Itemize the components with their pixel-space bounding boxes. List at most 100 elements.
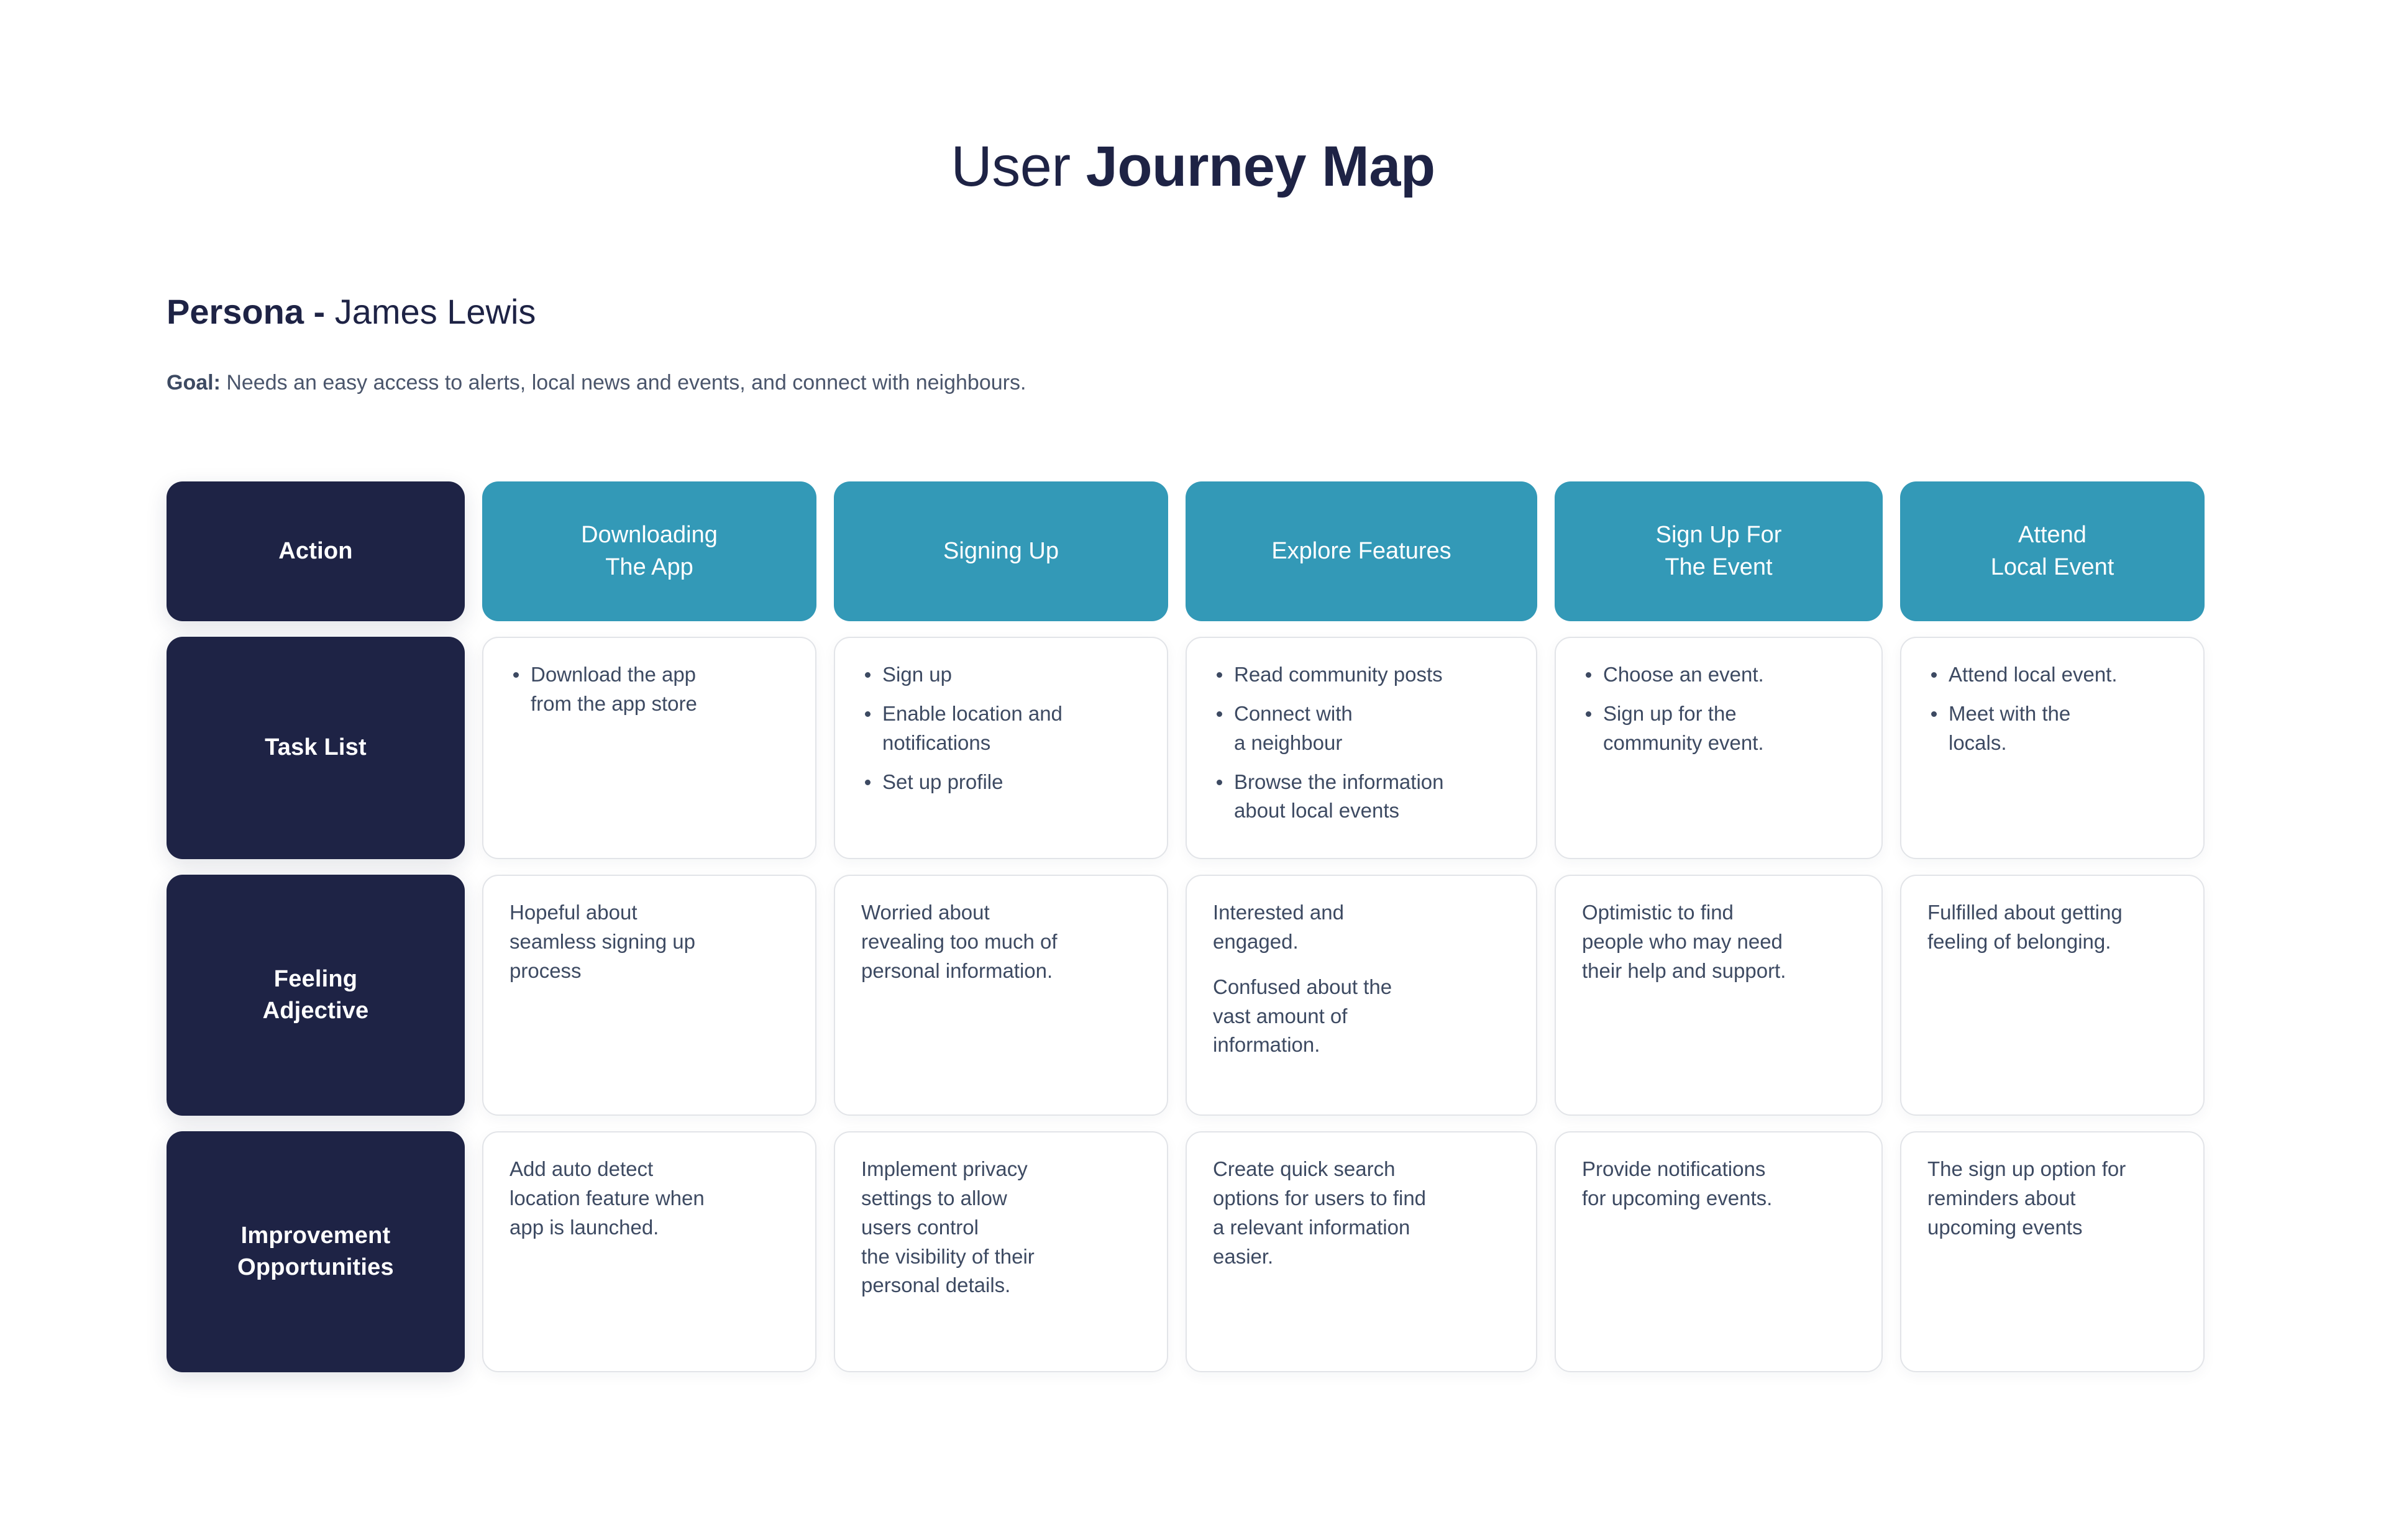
feeling-3-p1-l1: Interested and [1213, 901, 1344, 924]
task-list-card-4: Choose an event. Sign up for the communi… [1555, 637, 1883, 859]
stage-4-line-2: The Event [1665, 554, 1773, 580]
task-list-4: Choose an event. Sign up for the communi… [1582, 660, 1857, 758]
stage-sign-up-for-the-event[interactable]: Sign Up For The Event [1555, 481, 1883, 621]
improvement-cell-5: The sign up option for reminders about u… [1900, 1131, 2205, 1372]
list-item: Set up profile [861, 768, 1142, 797]
task-1-1-line-2: from the app store [531, 691, 697, 715]
row-label-cell-task-list: Task List [167, 637, 465, 859]
row-label-feeling-line-2: Adjective [262, 998, 369, 1024]
imp-3-l1: Create quick search [1213, 1157, 1396, 1180]
stage-2-line-1: Signing Up [943, 537, 1059, 564]
task-cell-3: Read community posts Connect with a neig… [1186, 637, 1537, 859]
task-3-2-line-1: Connect with [1234, 701, 1353, 725]
list-item: Read community posts [1213, 660, 1511, 690]
feeling-1-p1-l3: process [510, 959, 582, 982]
task-list-card-2: Sign up Enable location and notification… [834, 637, 1168, 859]
task-cell-4: Choose an event. Sign up for the communi… [1555, 637, 1883, 859]
row-label-feeling-line-1: Feeling [273, 965, 358, 992]
feeling-cell-3: Interested and engaged. Confused about t… [1186, 875, 1537, 1116]
task-3-3-line-1: Browse the information [1234, 770, 1444, 793]
feeling-1-p1-l2: seamless signing up [510, 929, 695, 953]
feeling-card-2: Worried about revealing too much of pers… [834, 875, 1168, 1116]
task-4-2-line-2: community event. [1603, 731, 1764, 754]
feeling-3-p1: Interested and engaged. [1213, 898, 1511, 957]
stage-5-text: Attend Local Event [1991, 519, 2114, 583]
feeling-cell-2: Worried about revealing too much of pers… [834, 875, 1168, 1116]
task-list-card-1: Download the app from the app store [482, 637, 816, 859]
task-list-card-3: Read community posts Connect with a neig… [1186, 637, 1537, 859]
feeling-2-p1-l2: revealing too much of [861, 929, 1058, 953]
imp-1-l1: Add auto detect [510, 1157, 654, 1180]
imp-2-l4: the visibility of their [861, 1244, 1035, 1268]
task-list-5: Attend local event. Meet with the locals… [1927, 660, 2178, 758]
improvement-card-2: Implement privacy settings to allow user… [834, 1131, 1168, 1372]
stage-4-line-1: Sign Up For [1655, 522, 1782, 549]
imp-4-l1: Provide notifications [1582, 1157, 1766, 1180]
stage-3-line-1: Explore Features [1271, 537, 1451, 564]
feeling-2-p1-l1: Worried about [861, 901, 990, 924]
task-3-3-line-2: about local events [1234, 799, 1400, 822]
row-label-improvement-opportunities: Improvement Opportunities [167, 1131, 465, 1372]
page-title: User Journey Map [0, 135, 2386, 198]
imp-3-l2: options for users to find [1213, 1186, 1427, 1210]
feeling-card-3: Interested and engaged. Confused about t… [1186, 875, 1537, 1116]
task-2-2-line-1: Enable location and [882, 701, 1063, 725]
stage-3-text: Explore Features [1271, 535, 1451, 567]
stage-4-text: Sign Up For The Event [1656, 519, 1782, 583]
row-label-action-text: Action [278, 537, 353, 564]
task-5-2-line-2: locals. [1949, 731, 2007, 754]
feeling-2-p1-l3: personal information. [861, 959, 1053, 982]
improvement-cell-1: Add auto detect location feature when ap… [482, 1131, 816, 1372]
stage-cell-3: Explore Features [1186, 481, 1537, 621]
row-label-task-list: Task List [167, 637, 465, 859]
improvement-4-p1: Provide notifications for upcoming event… [1582, 1155, 1857, 1213]
feeling-card-1: Hopeful about seamless signing up proces… [482, 875, 816, 1116]
improvement-1-p1: Add auto detect location feature when ap… [510, 1155, 790, 1242]
imp-3-l3: a relevant information [1213, 1215, 1410, 1239]
persona-goal: Goal: Needs an easy access to alerts, lo… [167, 369, 1026, 396]
stage-2-text: Signing Up [943, 535, 1059, 567]
stage-signing-up[interactable]: Signing Up [834, 481, 1168, 621]
feeling-3-p2-l3: information. [1213, 1033, 1320, 1057]
list-item: Attend local event. [1927, 660, 2178, 690]
row-label-feeling-adjective: Feeling Adjective [167, 875, 465, 1116]
task-1-1-line-1: Download the app [531, 663, 697, 686]
feeling-card-4: Optimistic to find people who may need t… [1555, 875, 1883, 1116]
persona-name: James Lewis [334, 292, 536, 331]
stage-explore-features[interactable]: Explore Features [1186, 481, 1537, 621]
task-cell-2: Sign up Enable location and notification… [834, 637, 1168, 859]
imp-2-l1: Implement privacy [861, 1157, 1028, 1180]
feeling-1-p1: Hopeful about seamless signing up proces… [510, 898, 790, 986]
stage-1-line-2: The App [605, 554, 693, 580]
feeling-4-p1-l3: their help and support. [1582, 959, 1786, 982]
feeling-1-p1-l1: Hopeful about [510, 901, 638, 924]
journey-grid: Action Downloading The App Signing Up Ex [167, 481, 2222, 1372]
list-item: Meet with the locals. [1927, 699, 2178, 758]
feeling-4-p1-l1: Optimistic to find [1582, 901, 1734, 924]
feeling-5-p1: Fulfilled about getting feeling of belon… [1927, 898, 2178, 957]
task-list-2: Sign up Enable location and notification… [861, 660, 1142, 796]
imp-3-l4: easier. [1213, 1244, 1274, 1268]
task-4-1-line-1: Choose an event. [1603, 663, 1764, 686]
improvement-cell-3: Create quick search options for users to… [1186, 1131, 1537, 1372]
improvement-2-p1: Implement privacy settings to allow user… [861, 1155, 1142, 1300]
row-label-action: Action [167, 481, 465, 621]
row-label-improvement-text: Improvement Opportunities [237, 1220, 394, 1284]
task-list-card-5: Attend local event. Meet with the locals… [1900, 637, 2205, 859]
feeling-2-p1: Worried about revealing too much of pers… [861, 898, 1142, 986]
imp-5-l3: upcoming events [1927, 1215, 2083, 1239]
feeling-5-p1-l1: Fulfilled about getting [1927, 901, 2123, 924]
list-item: Browse the information about local event… [1213, 768, 1511, 826]
list-item: Connect with a neighbour [1213, 699, 1511, 758]
stage-downloading-the-app[interactable]: Downloading The App [482, 481, 816, 621]
list-item: Sign up [861, 660, 1142, 690]
row-label-task-list-text: Task List [265, 734, 367, 761]
improvement-card-1: Add auto detect location feature when ap… [482, 1131, 816, 1372]
persona-label: Persona - [167, 292, 335, 331]
stage-attend-local-event[interactable]: Attend Local Event [1900, 481, 2205, 621]
row-label-improvement-line-1: Improvement [240, 1222, 391, 1249]
row-label-cell-improvement: Improvement Opportunities [167, 1131, 465, 1372]
list-item: Download the app from the app store [510, 660, 790, 719]
imp-5-l1: The sign up option for [1927, 1157, 2126, 1180]
task-3-1-line-1: Read community posts [1234, 663, 1443, 686]
